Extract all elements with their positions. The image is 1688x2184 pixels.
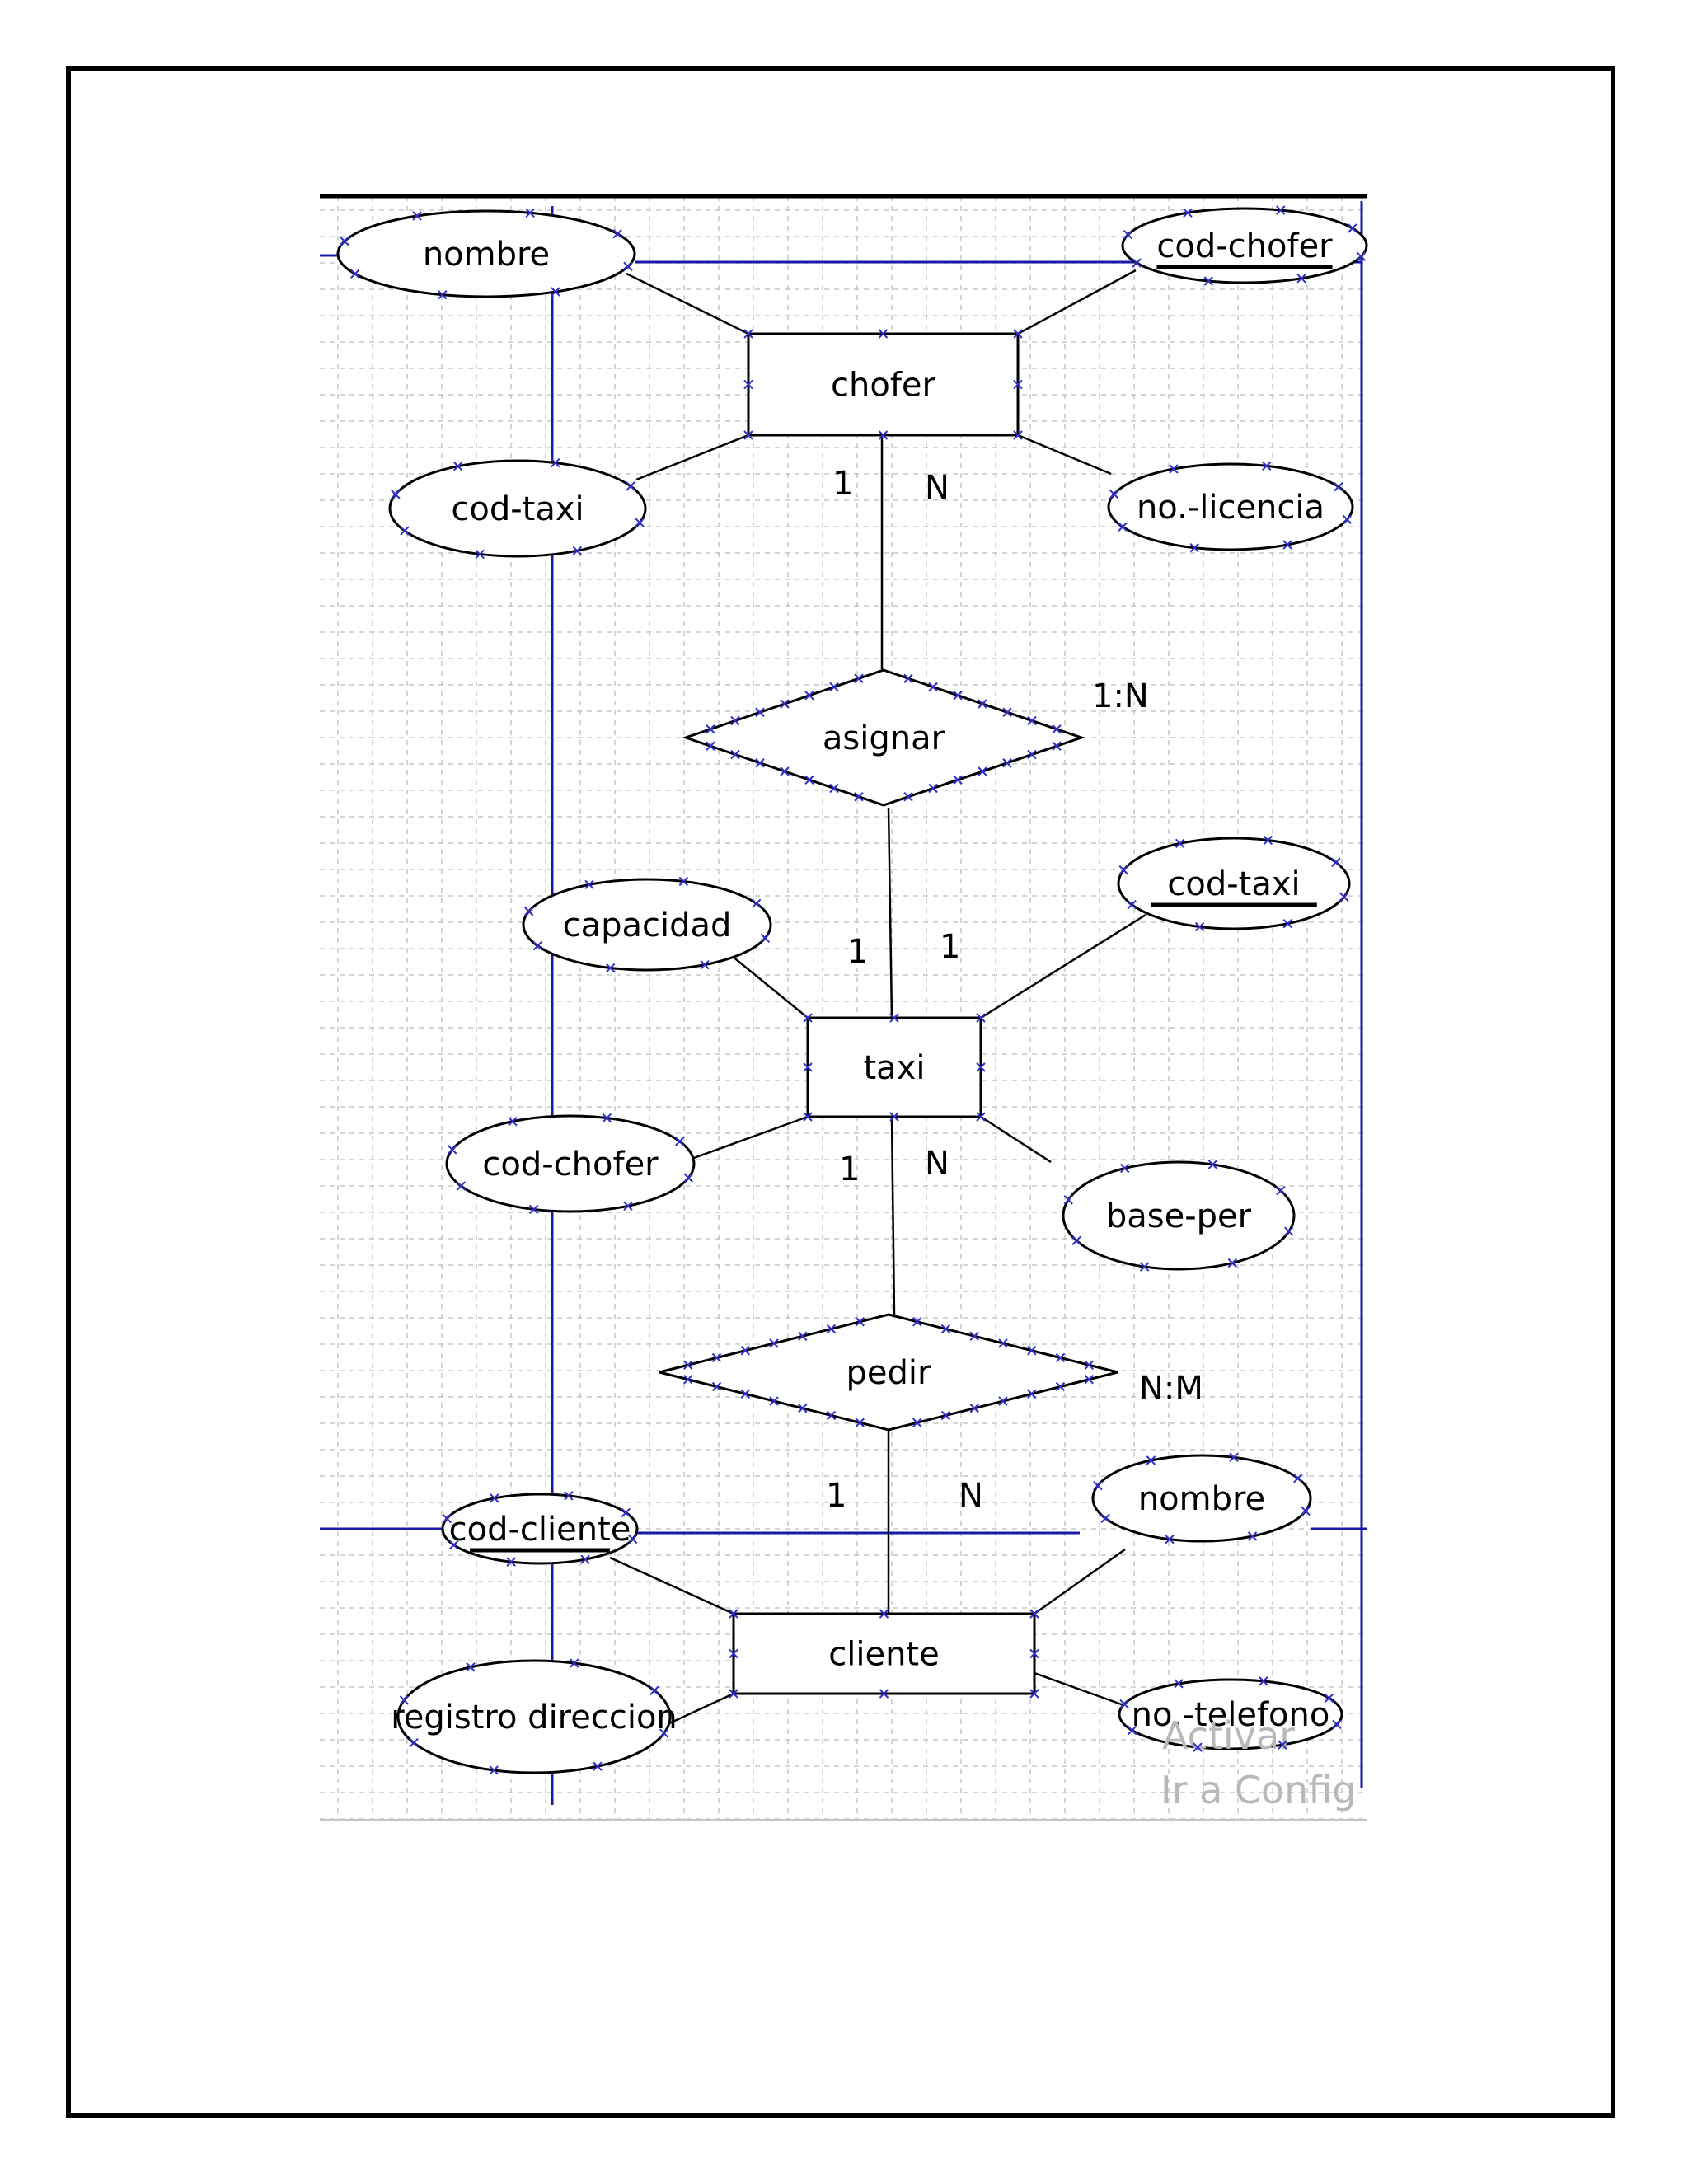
entities: chofer taxi cliente [732, 332, 1036, 1695]
attribute-taxi-cod-taxi[interactable]: cod-taxi [1117, 837, 1351, 930]
entity-cliente[interactable]: cliente [732, 1612, 1036, 1695]
attribute-chofer-cod-taxi[interactable]: cod-taxi [388, 459, 647, 558]
watermark-line2: Ir a Config [1160, 1768, 1357, 1812]
connector-lines [609, 269, 1146, 1726]
attribute-taxi-cod-chofer[interactable]: cod-chofer [445, 1114, 696, 1213]
entity-label: cliente [828, 1636, 939, 1674]
card-taxi-1b: 1 [940, 928, 960, 966]
attribute-label: cod-taxi [451, 490, 584, 528]
entity-label: chofer [831, 367, 936, 405]
card-pedir-ratio: N:M [1139, 1370, 1203, 1408]
attribute-cliente-cod-cliente[interactable]: cod-cliente [441, 1493, 639, 1565]
attribute-cliente-no-telefono[interactable]: no.-telefono [1118, 1678, 1343, 1750]
relationship-label: pedir [846, 1354, 932, 1392]
card-taxi-pedir-1: 1 [839, 1151, 860, 1188]
attribute-label: cod-taxi [1167, 865, 1300, 903]
attribute-taxi-base-per[interactable]: base-per [1062, 1160, 1296, 1271]
card-taxi-pedir-n: N [925, 1145, 950, 1183]
relationship-asignar[interactable]: asignar [682, 668, 1085, 807]
entity-chofer[interactable]: chofer [747, 332, 1020, 437]
card-chofer-n: N [925, 469, 950, 507]
card-chofer-1: 1 [832, 465, 853, 503]
activation-watermark: Activar Ir a Config [1160, 1713, 1357, 1812]
background-grid [320, 196, 1367, 1820]
attribute-label: no.-telefono [1132, 1696, 1330, 1734]
attribute-label: cod-cliente [449, 1511, 631, 1549]
attribute-label: base-per [1106, 1197, 1252, 1235]
card-cliente-n: N [959, 1477, 983, 1515]
watermark-line1: Activar [1162, 1713, 1295, 1758]
attribute-label: nombre [423, 236, 550, 274]
attribute-label: no.-licencia [1137, 489, 1325, 527]
selection-markers [340, 205, 1367, 1775]
entity-label: taxi [864, 1049, 926, 1087]
attribute-label: registro direccion [391, 1699, 678, 1736]
attributes: nombre cod-chofer cod-taxi no.-licencia capa… [336, 207, 1368, 1774]
attribute-chofer-cod-chofer[interactable]: cod-chofer [1121, 207, 1368, 284]
attribute-label: cod-chofer [1156, 227, 1333, 265]
attribute-label: capacidad [563, 907, 732, 944]
attribute-cliente-registro-direccion[interactable]: registro direccion [391, 1659, 678, 1774]
card-asignar-ratio: 1:N [1092, 677, 1149, 715]
attribute-taxi-capacidad[interactable]: capacidad [522, 878, 772, 972]
attribute-chofer-no-licencia[interactable]: no.-licencia [1107, 462, 1354, 551]
attribute-chofer-nombre[interactable]: nombre [336, 209, 636, 298]
entity-taxi[interactable]: taxi [806, 1016, 982, 1118]
attribute-label: nombre [1138, 1480, 1265, 1518]
cardinality-labels: 1 N 1:N 1 1 1 N N:M 1 N [826, 465, 1203, 1515]
attribute-label: cod-chofer [482, 1146, 659, 1183]
card-taxi-1a: 1 [847, 933, 868, 971]
card-cliente-1: 1 [826, 1477, 846, 1515]
attribute-cliente-nombre[interactable]: nombre [1091, 1454, 1312, 1543]
relationship-label: asignar [823, 719, 945, 757]
relationship-pedir[interactable]: pedir [659, 1313, 1118, 1432]
